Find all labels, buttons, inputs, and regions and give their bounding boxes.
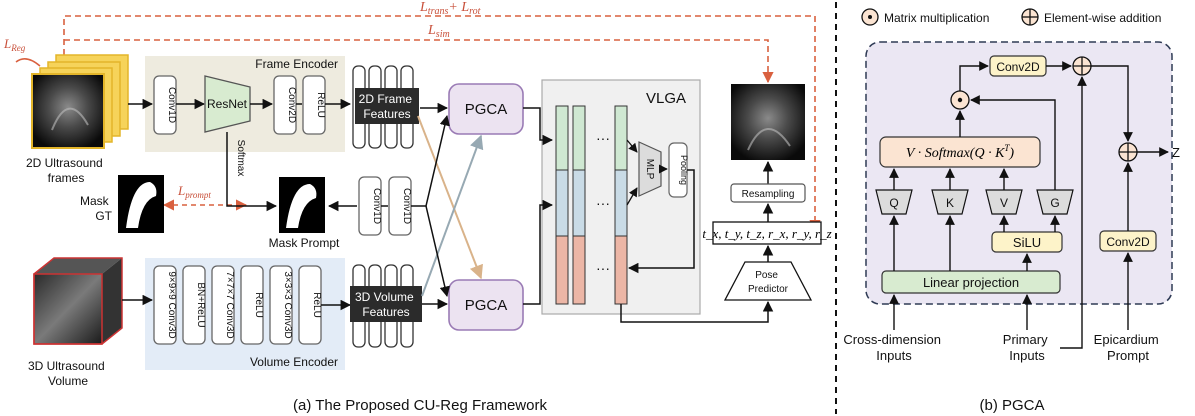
q-block — [875, 189, 913, 215]
g-block — [1036, 189, 1074, 215]
input-epicardium-label: Epicardium Prompt — [1094, 332, 1163, 363]
pgca-bottom-label: PGCA — [465, 297, 508, 314]
add-right-icon — [1118, 142, 1138, 162]
mask-gt-label: Mask GT — [80, 194, 113, 223]
frame-relu-block — [302, 75, 326, 135]
volume-label: 3D Ultrasound Volume — [28, 359, 108, 388]
legend-matmul-label: Matrix multiplication — [884, 11, 989, 25]
k-block — [931, 189, 969, 215]
mask-gt-image — [118, 175, 164, 233]
resampling-label: Resampling — [742, 189, 795, 200]
pooling-label: Pooling — [679, 155, 689, 185]
input-primary-label: Primary Inputs — [1003, 332, 1051, 363]
pose-predictor-block — [723, 261, 813, 301]
mask-prompt-label: Mask Prompt — [269, 236, 340, 250]
frame-conv2d-label: Conv2D — [286, 87, 297, 123]
pose-params-label: t_x, t_y, t_z, r_x, r_y, r_z — [702, 226, 831, 241]
vlga-dots-top: ··· — [596, 130, 610, 146]
mask-prompt-image — [279, 177, 325, 233]
vol-layer-3-block — [211, 265, 235, 345]
legend-matmul-icon — [861, 8, 879, 26]
pgca-bottom-block — [448, 279, 524, 331]
linear-projection-block — [881, 270, 1061, 294]
vlga-token-column-3 — [614, 105, 628, 305]
panel-b-caption: (b) PGCA — [979, 397, 1044, 414]
pgca-conv2d-right-label: Conv2D — [1106, 235, 1150, 249]
legend-add-icon — [1021, 8, 1039, 26]
ultrasound-volume-image — [33, 257, 123, 345]
g-label: G — [1050, 196, 1059, 210]
pose-predictor-label: Pose Predictor — [748, 270, 789, 295]
resampling-block — [730, 183, 806, 203]
attention-formula: V · Softmax(Q · KT) — [906, 143, 1015, 161]
feature-routing-arrows — [411, 102, 484, 310]
frame-features-label: 2D Frame Features — [359, 92, 416, 121]
vlga-token-column-1 — [555, 105, 569, 305]
add-top-icon — [1072, 56, 1092, 76]
volume-encoder-title: Volume Encoder — [250, 355, 338, 369]
vol-layer-1-label: 9×9×9 Conv3D — [166, 271, 177, 338]
resnet-label: ResNet — [207, 97, 248, 111]
pgca-detail-panel — [865, 41, 1173, 305]
volume-features-block — [350, 264, 422, 348]
mlp-label: MLP — [644, 159, 655, 180]
v-label: V — [1000, 196, 1008, 210]
frame-conv2d-block — [273, 75, 297, 135]
loss-trans-rot: Ltrans+ Lrot — [419, 0, 481, 17]
mlp-block — [638, 141, 662, 197]
vlga-token-column-2 — [572, 105, 586, 305]
input-cross-dimension-label: Cross-dimension Inputs — [843, 332, 944, 363]
vol-layer-1-block — [153, 265, 177, 345]
pose-params-box — [712, 221, 822, 245]
frame-conv1d-label: Conv1D — [166, 87, 177, 123]
prompt-conv1d-b-label: Conv1D — [401, 188, 412, 224]
frame-encoder-title: Frame Encoder — [255, 57, 338, 71]
loss-reg-brace — [15, 58, 41, 67]
volume-features-label: 3D Volume Features — [355, 290, 417, 319]
vol-layer-6-label: ReLU — [311, 292, 322, 318]
prompt-conv1d-a-label: Conv1D — [371, 188, 382, 224]
vlga-dots-mid: ··· — [596, 195, 610, 211]
vol-layer-2-label: BN+ReLU — [195, 282, 206, 327]
frame-features-block — [352, 65, 419, 149]
panel-a-caption: (a) The Proposed CU-Reg Framework — [293, 397, 547, 414]
loss-sim: Lsim — [427, 23, 450, 40]
silu-block — [991, 231, 1063, 253]
vlga-title: VLGA — [646, 90, 686, 107]
pgca-top-block — [448, 83, 524, 135]
vol-layer-3-label: 7×7×7 Conv3D — [224, 271, 235, 338]
output-z-label: Z — [1172, 145, 1180, 160]
pgca-conv2d-top-label: Conv2D — [996, 60, 1040, 74]
v-block — [985, 189, 1023, 215]
matmul-icon — [950, 90, 970, 110]
vol-layer-5-label: 3×3×3 Conv3D — [282, 271, 293, 338]
ultrasound-frames-image — [31, 54, 129, 149]
loss-reg: LReg — [3, 36, 26, 53]
warped-frame-image — [731, 84, 805, 160]
softmax-label: Softmax — [235, 140, 246, 177]
frame-conv1d-block — [153, 75, 177, 135]
frames-label: 2D Ultrasound frames — [26, 156, 106, 185]
legend-add-label: Element-wise addition — [1044, 11, 1161, 25]
resnet-block — [204, 75, 251, 133]
loss-prompt: Lprompt — [177, 183, 211, 200]
vol-layer-2-block — [182, 265, 206, 345]
vlga-dots-bottom: ··· — [596, 260, 610, 276]
q-label: Q — [889, 196, 898, 210]
vol-layer-4-label: ReLU — [253, 292, 264, 318]
vol-layer-5-block — [269, 265, 293, 345]
loss-lines — [63, 15, 821, 232]
vol-layer-4-block — [240, 265, 264, 345]
linear-projection-label: Linear projection — [923, 275, 1019, 290]
frame-relu-label: ReLU — [315, 92, 326, 118]
silu-label: SiLU — [1013, 235, 1041, 250]
k-label: K — [946, 196, 954, 210]
pgca-top-label: PGCA — [465, 101, 508, 118]
